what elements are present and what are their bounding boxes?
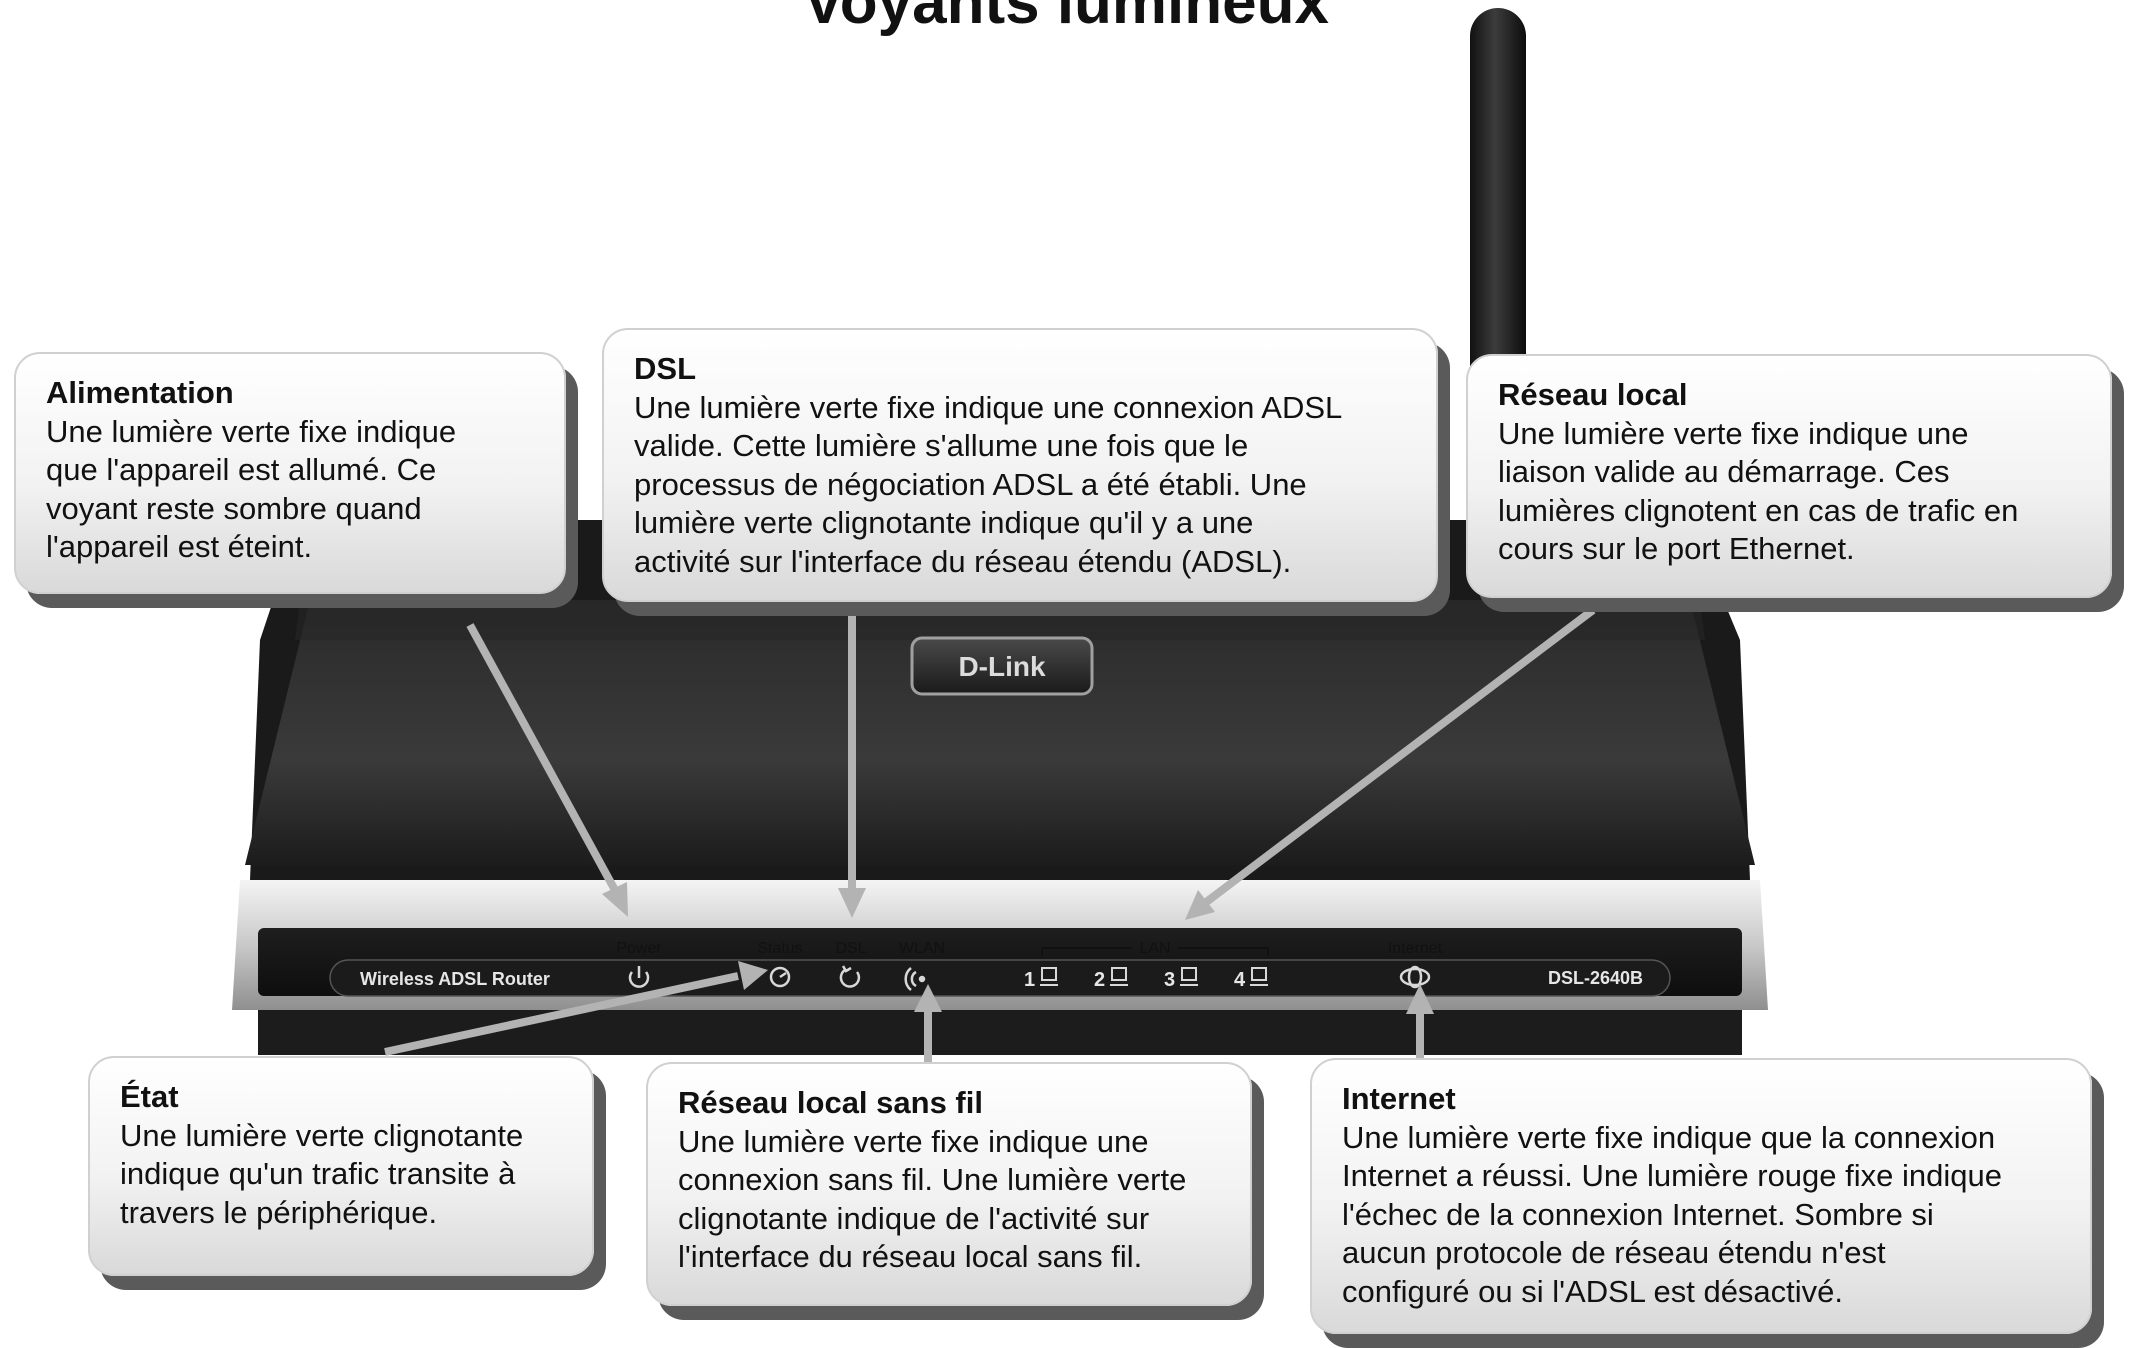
callout-line: clignotante indique de l'activité sur xyxy=(678,1200,1150,1236)
arrow-internet xyxy=(1406,984,1434,1058)
product-name: Wireless ADSL Router xyxy=(360,969,550,989)
pointer-arrows xyxy=(384,606,1596,1062)
arrow-dsl xyxy=(838,610,866,918)
wlan-icon xyxy=(904,967,926,991)
callout-line: cours sur le port Ethernet. xyxy=(1498,531,1855,566)
indicator-label-wlan: WLAN xyxy=(899,940,945,957)
callout-line: Internet a réussi. Une lumière rouge fix… xyxy=(1342,1158,2002,1193)
callout-dsl: DSL Une lumière verte fixe indique une c… xyxy=(602,328,1438,602)
callout-status: État Une lumière verte clignotante indiq… xyxy=(88,1056,594,1276)
callout-line: Une lumière verte fixe indique une xyxy=(678,1123,1149,1159)
indicator-label-power: Power xyxy=(616,940,662,957)
callout-line: configuré ou si l'ADSL est désactivé. xyxy=(1342,1273,1844,1309)
callout-line: que l'appareil est allumé. Ce xyxy=(46,452,437,487)
callout-line: l'appareil est éteint. xyxy=(46,529,313,564)
callout-line: liaison valide au démarrage. Ces xyxy=(1498,454,1950,489)
callout-power: Alimentation Une lumière verte fixe indi… xyxy=(14,352,566,594)
callout-line: l'interface du réseau local sans fil. xyxy=(678,1239,1143,1274)
callout-line: valide. Cette lumière s'allume une fois … xyxy=(634,428,1249,463)
lan-port-number: 1 xyxy=(1024,969,1035,991)
callout-line: Une lumière verte fixe indique que la co… xyxy=(1342,1119,1996,1155)
front-panel: Power Status DSL WLAN LAN Internet xyxy=(616,940,1442,957)
callout-internet: Internet Une lumière verte fixe indique … xyxy=(1310,1058,2092,1334)
monitor-icon xyxy=(1180,967,1198,986)
lan-port-1: 1 xyxy=(1024,967,1058,991)
monitor-icon xyxy=(1250,967,1268,986)
callout-line: activité sur l'interface du réseau étend… xyxy=(634,543,1292,579)
callout-line: processus de négociation ADSL a été étab… xyxy=(634,466,1307,502)
lan-port-number: 4 xyxy=(1234,969,1246,991)
callout-line: aucun protocole de réseau étendu n'est xyxy=(1342,1235,1886,1270)
callout-wlan: Réseau local sans fil Une lumière verte … xyxy=(646,1062,1252,1306)
model-number: DSL-2640B xyxy=(1548,968,1643,988)
callout-line: lumière verte clignotante indique qu'il … xyxy=(634,505,1254,540)
callout-lan: Réseau local Une lumière verte fixe indi… xyxy=(1466,354,2112,598)
monitor-icon xyxy=(1110,967,1128,986)
dsl-icon xyxy=(839,965,861,988)
indicator-label-status: Status xyxy=(757,940,802,957)
lan-port-4: 4 xyxy=(1234,967,1268,991)
brand-logo: D-Link xyxy=(958,651,1046,682)
arrow-lan xyxy=(1185,606,1596,920)
arrow-status xyxy=(384,961,768,1056)
arrow-power xyxy=(466,623,628,917)
callout-title: Internet xyxy=(1342,1081,1456,1116)
lan-port-number: 3 xyxy=(1164,969,1175,991)
status-icon xyxy=(769,966,791,988)
callout-line: travers le périphérique. xyxy=(120,1194,438,1230)
lan-port-number: 2 xyxy=(1094,969,1105,991)
lan-port-2: 2 xyxy=(1094,967,1128,991)
indicator-label-dsl: DSL xyxy=(835,940,866,957)
internet-icon xyxy=(1399,965,1431,989)
callout-line: connexion sans fil. Une lumière verte xyxy=(678,1162,1187,1197)
indicator-label-internet: Internet xyxy=(1388,940,1443,957)
callout-title: Alimentation xyxy=(46,375,234,410)
indicator-label-lan: LAN xyxy=(1139,940,1170,957)
callout-line: l'échec de la connexion Internet. Sombre… xyxy=(1342,1196,1934,1232)
callout-title: Réseau local sans fil xyxy=(678,1085,983,1120)
power-icon xyxy=(628,966,650,988)
callout-line: Une lumière verte fixe indique une xyxy=(1498,415,1969,451)
page-title: Voyants lumineux xyxy=(803,0,1329,37)
callout-title: Réseau local xyxy=(1498,377,1688,412)
callout-line: lumières clignotent en cas de trafic en xyxy=(1498,492,2019,528)
lan-port-3: 3 xyxy=(1164,967,1198,991)
callout-line: Une lumière verte fixe indique xyxy=(46,413,457,449)
callout-line: voyant reste sombre quand xyxy=(46,490,422,526)
monitor-icon xyxy=(1040,967,1058,986)
callout-title: État xyxy=(120,1079,179,1114)
arrow-wlan xyxy=(914,984,942,1062)
brand-badge: D-Link xyxy=(910,636,1094,696)
led-strip: Wireless ADSL Router DSL-2640B 1 xyxy=(329,959,1671,997)
callout-title: DSL xyxy=(634,351,696,386)
callout-line: Une lumière verte clignotante xyxy=(120,1117,524,1153)
callout-line: indique qu'un trafic transite à xyxy=(120,1156,516,1191)
callout-line: Une lumière verte fixe indique une conne… xyxy=(634,389,1343,425)
